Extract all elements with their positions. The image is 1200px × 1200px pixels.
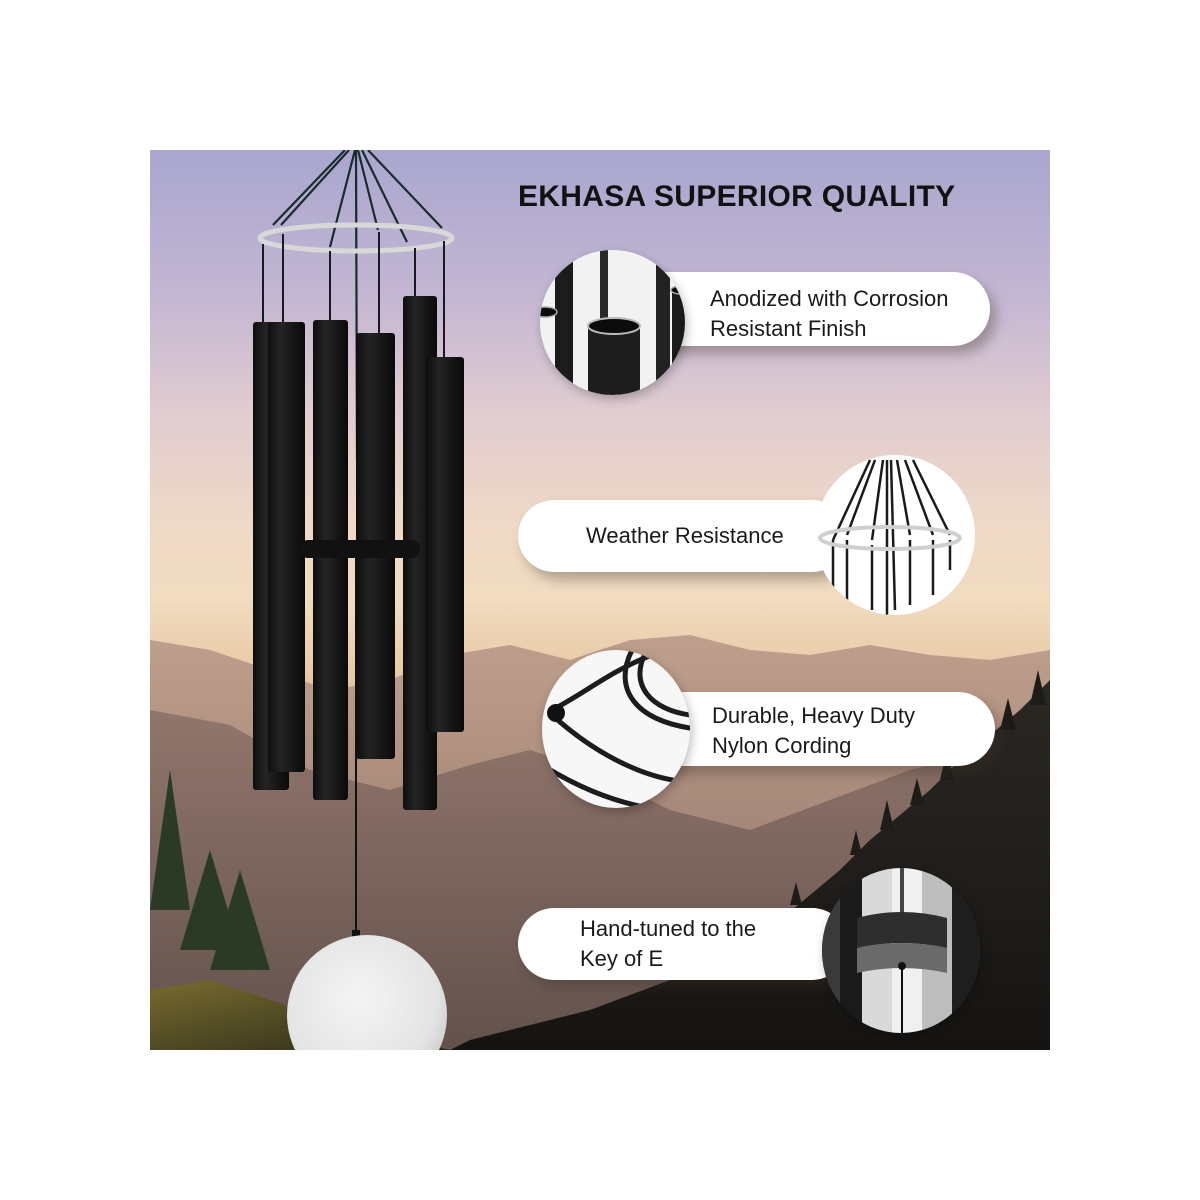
tube-closeup-icon	[540, 250, 685, 395]
feature-text-line: Durable, Heavy Duty	[712, 703, 915, 728]
feature-text-line: Anodized with Corrosion	[710, 286, 949, 311]
product-infographic: EKHASA SUPERIOR QUALITY Anodized with Co…	[150, 150, 1050, 1050]
wind-chime-product-image	[253, 150, 464, 1050]
feature-text-line: Key of E	[580, 946, 664, 971]
feature-text-line: Resistant Finish	[710, 316, 867, 341]
headline-title: EKHASA SUPERIOR QUALITY	[518, 180, 956, 213]
feature-text-line: Nylon Cording	[712, 733, 852, 758]
nylon-cord-icon	[542, 650, 690, 808]
feature-text-line: Hand-tuned to the	[580, 916, 757, 941]
feature-text-line: Weather Resistance	[586, 523, 784, 548]
striker-closeup-icon	[822, 868, 980, 1033]
ring-frame-icon	[815, 455, 975, 615]
feature-pill-weather: Weather Resistance	[518, 500, 848, 572]
feature-pill-hand-tuned: Hand-tuned to the Key of E	[518, 908, 848, 980]
